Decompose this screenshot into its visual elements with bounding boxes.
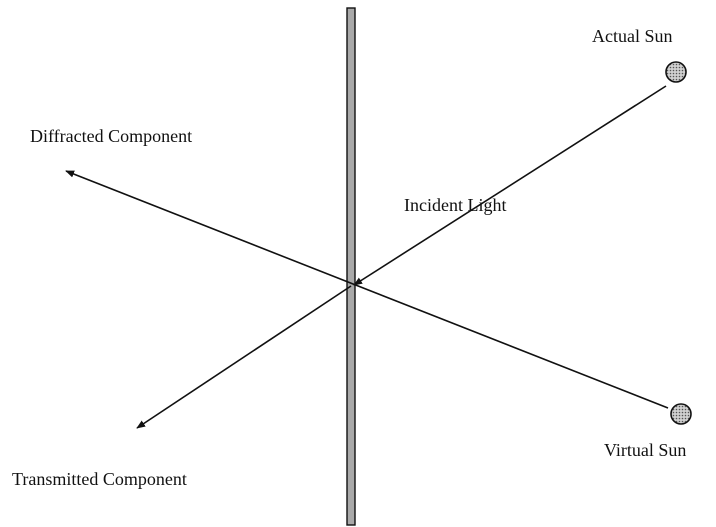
incident-light-ray bbox=[353, 85, 667, 286]
actual-sun-label: Actual Sun bbox=[592, 26, 673, 46]
actual-sun-icon bbox=[665, 61, 687, 83]
virtual-sun-label: Virtual Sun bbox=[604, 440, 686, 460]
diffracted-ray bbox=[65, 170, 669, 409]
virtual-sun-icon bbox=[670, 403, 692, 425]
transmitted-ray bbox=[136, 285, 352, 429]
diffraction-grating bbox=[346, 7, 356, 526]
transmitted-component-label: Transmitted Component bbox=[12, 469, 187, 489]
diffracted-component-label: Diffracted Component bbox=[30, 126, 192, 146]
incident-light-label: Incident Light bbox=[404, 195, 506, 215]
